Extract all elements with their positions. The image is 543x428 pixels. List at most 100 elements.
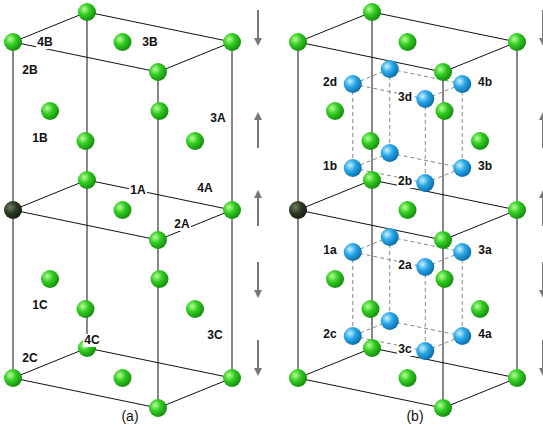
- site-label: 1a: [322, 244, 337, 257]
- dashed-edge: [425, 267, 426, 351]
- lattice-atom: [77, 300, 95, 318]
- dashed-edge: [353, 84, 426, 99]
- site-label: 4a: [477, 328, 492, 341]
- lattice-atom: [399, 33, 417, 51]
- cell-edge: [298, 210, 443, 240]
- spin-arrow: [542, 116, 543, 148]
- site-label: 3B: [141, 36, 158, 49]
- tetrahedral-atom: [416, 258, 434, 276]
- site-label: 3C: [206, 329, 223, 342]
- tetrahedral-atom: [453, 75, 471, 93]
- lattice-atom: [508, 33, 526, 51]
- lattice-atom: [362, 300, 380, 318]
- lattice-atom: [363, 339, 381, 357]
- lattice-atom: [4, 33, 22, 51]
- lattice-atom: [434, 231, 452, 249]
- spin-arrow: [542, 262, 543, 294]
- lattice-atom: [41, 270, 59, 288]
- site-label: 3b: [477, 160, 493, 173]
- tetrahedral-atom: [416, 90, 434, 108]
- site-label: 1A: [129, 184, 146, 197]
- cell-edge: [443, 210, 517, 240]
- cell-edge: [13, 378, 158, 408]
- tetrahedral-atom: [453, 159, 471, 177]
- lattice-atom: [114, 201, 132, 219]
- lattice-atom: [77, 132, 95, 150]
- site-label: 2A: [173, 218, 190, 231]
- dashed-edge: [390, 321, 463, 336]
- cell-edge: [13, 348, 87, 378]
- cell-edge: [158, 210, 232, 240]
- site-label: 1C: [31, 299, 48, 312]
- cell-edge: [298, 42, 443, 72]
- cell-edge: [298, 378, 443, 408]
- cell-edge: [298, 12, 372, 42]
- lattice-atom: [471, 300, 489, 318]
- tetrahedral-atom: [344, 327, 362, 345]
- site-label: 2b: [397, 175, 413, 188]
- cell-edge: [298, 348, 372, 378]
- dashed-edge: [425, 99, 426, 183]
- cell-edge: [87, 12, 232, 42]
- origin-atom: [4, 201, 22, 219]
- site-label: 3A: [209, 112, 226, 125]
- spin-arrow: [257, 262, 259, 294]
- tetrahedral-atom: [416, 174, 434, 192]
- site-label: 1B: [31, 132, 48, 145]
- cell-edge: [372, 12, 517, 42]
- lattice-atom: [114, 33, 132, 51]
- lattice-atom: [289, 33, 307, 51]
- cell-edge: [13, 210, 158, 240]
- tetrahedral-atom: [381, 144, 399, 162]
- lattice-atom: [434, 63, 452, 81]
- lattice-atom: [223, 201, 241, 219]
- cell-edge: [372, 348, 517, 378]
- lattice-atom: [78, 3, 96, 21]
- lattice-atom: [508, 369, 526, 387]
- tetrahedral-dashes: [353, 69, 463, 351]
- tetrahedral-atom: [453, 243, 471, 261]
- dashed-edge: [353, 252, 426, 267]
- lattice-atom: [41, 102, 59, 120]
- lattice-atom: [363, 3, 381, 21]
- lattice-atom: [508, 201, 526, 219]
- cell-edge: [372, 180, 517, 210]
- lattice-atom: [289, 369, 307, 387]
- tetrahedral-atom: [381, 228, 399, 246]
- panel-label: (b): [405, 410, 424, 423]
- cell-edge: [443, 42, 517, 72]
- lattice-atom: [223, 369, 241, 387]
- dashed-edge: [462, 252, 463, 336]
- panel-label: (a): [120, 410, 139, 423]
- lattice-atom: [186, 132, 204, 150]
- site-label: 2a: [397, 259, 412, 272]
- dashed-edge: [389, 69, 390, 153]
- lattice-atom: [363, 171, 381, 189]
- site-label: 4B: [36, 36, 53, 49]
- lattice-atom: [151, 102, 169, 120]
- lattice-atom: [436, 270, 454, 288]
- site-label: 1b: [322, 160, 338, 173]
- cell-edges: [13, 12, 517, 408]
- lattice-atom: [149, 231, 167, 249]
- dashed-edge: [462, 84, 463, 168]
- tetrahedral-atom: [381, 312, 399, 330]
- site-label: 4b: [477, 76, 493, 89]
- site-label: 3a: [477, 244, 492, 257]
- spin-arrow: [542, 10, 543, 42]
- lattice-atom: [434, 399, 452, 417]
- lattice-atom: [149, 63, 167, 81]
- atoms: [4, 3, 526, 417]
- tetrahedral-atom: [416, 342, 434, 360]
- cell-edge: [158, 42, 232, 72]
- spin-arrow: [257, 116, 259, 148]
- lattice-atom: [149, 399, 167, 417]
- spin-arrow: [257, 10, 259, 42]
- dashed-edge: [352, 84, 353, 168]
- cell-edge: [443, 378, 517, 408]
- site-label: 3c: [397, 343, 412, 356]
- tetrahedral-atom: [344, 159, 362, 177]
- lattice-atom: [326, 102, 344, 120]
- site-label: 4A: [196, 182, 213, 195]
